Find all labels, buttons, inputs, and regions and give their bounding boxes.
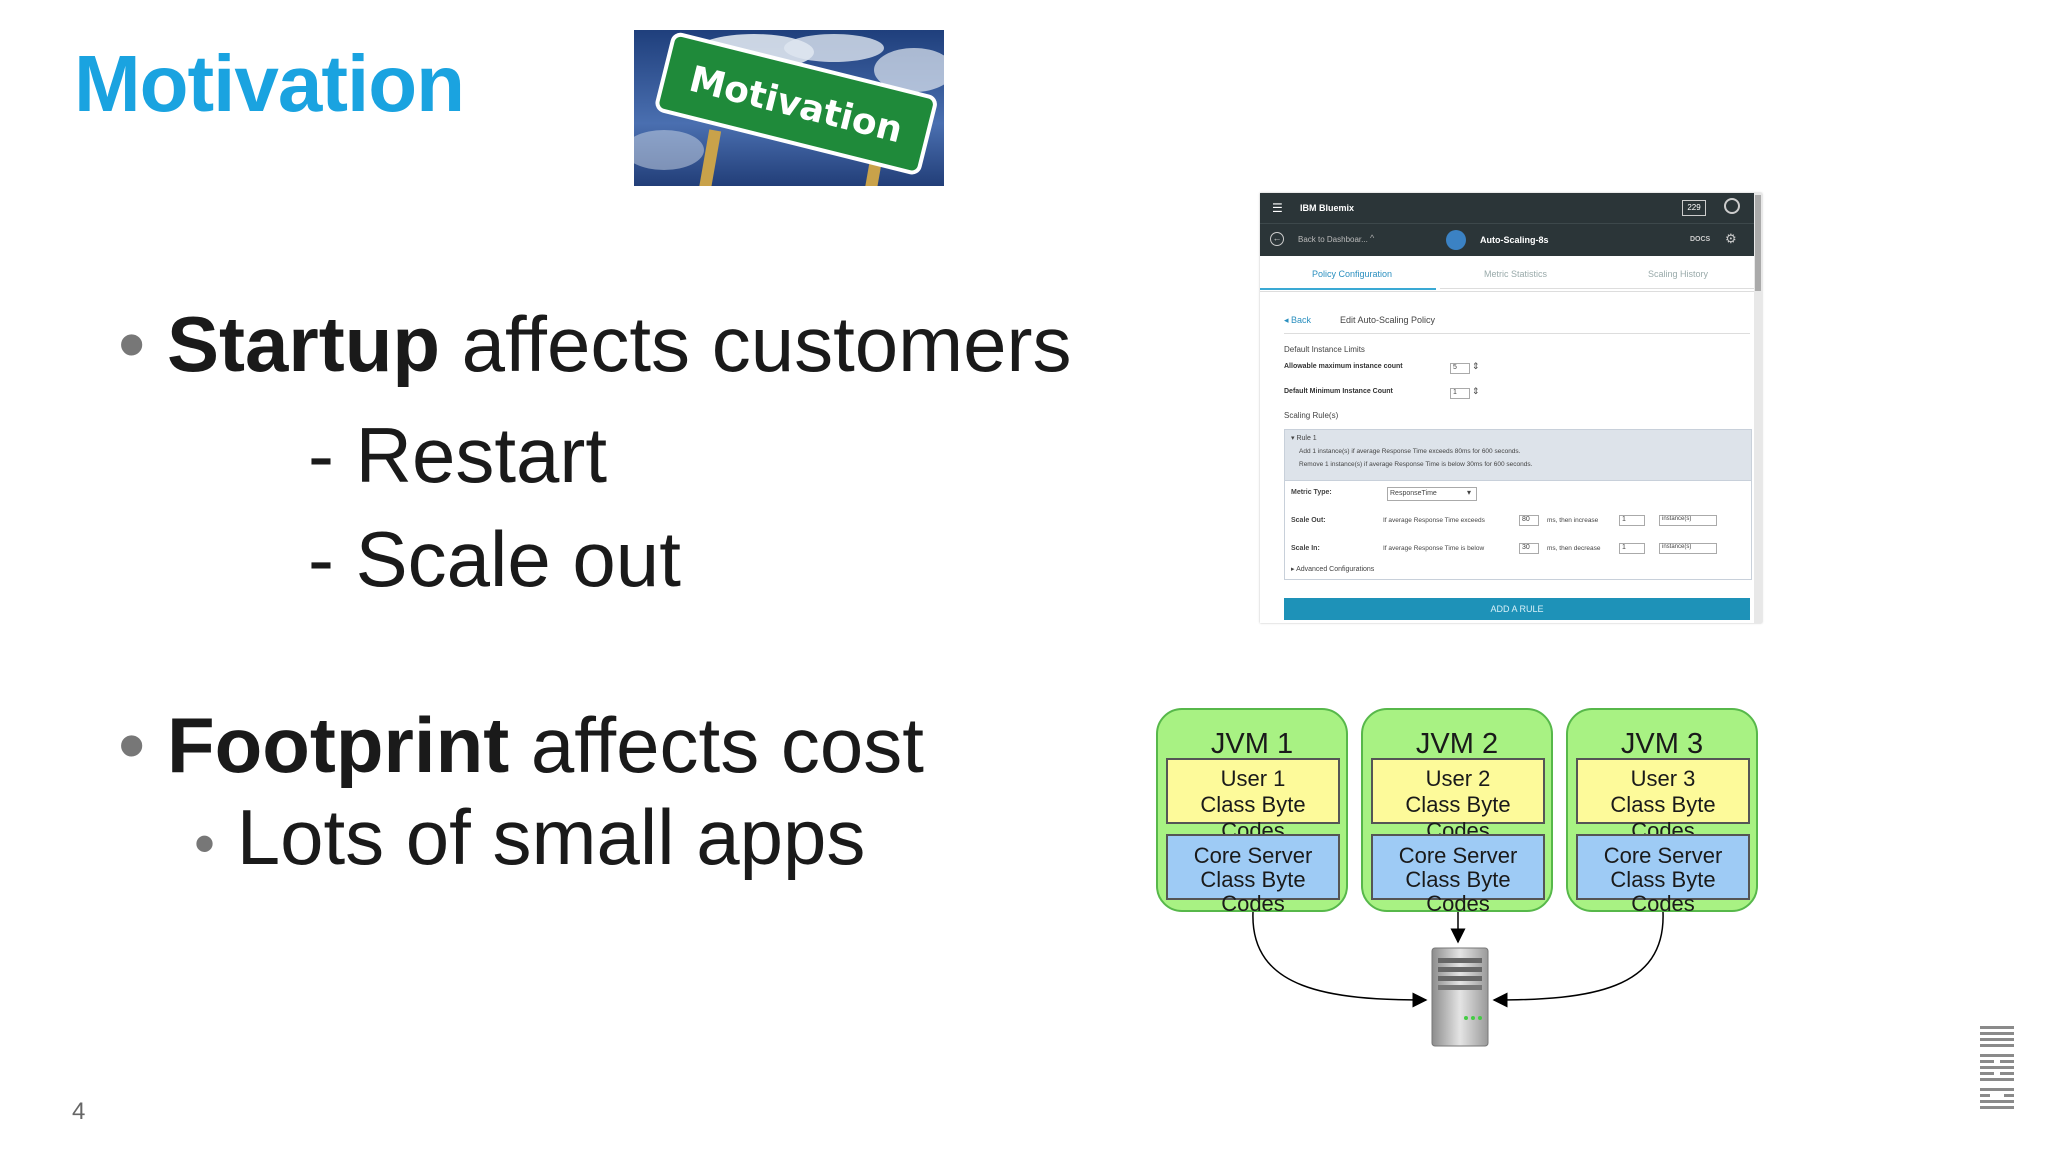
- bullet-footprint-text: affects cost: [509, 701, 924, 789]
- notification-badge[interactable]: 229: [1682, 200, 1706, 216]
- max-instance-label: Allowable maximum instance count: [1284, 363, 1403, 370]
- edit-policy-title: Edit Auto-Scaling Policy: [1340, 315, 1436, 325]
- core-label: Core Server: [1398, 843, 1518, 868]
- scale-out-then: ms, then increase: [1547, 517, 1599, 524]
- connector-arrow: [1492, 911, 1664, 1008]
- core-class-box: Core Server Class Byte Codes: [1576, 834, 1750, 916]
- core-bytecode-label: Class Byte Codes: [1405, 867, 1511, 916]
- gear-icon[interactable]: ⚙: [1725, 231, 1737, 246]
- chevron-up-icon[interactable]: ^: [1370, 233, 1375, 243]
- rule-summary[interactable]: ▾ Rule 1 Add 1 instance(s) if average Re…: [1284, 429, 1752, 481]
- slide-title: Motivation: [74, 39, 465, 128]
- scrollbar-thumb[interactable]: [1755, 195, 1761, 291]
- rule-line-2: Remove 1 instance(s) if average Response…: [1299, 461, 1533, 468]
- add-rule-button[interactable]: ADD A RULE: [1284, 598, 1750, 620]
- ibm-logo: [1978, 1024, 2016, 1114]
- divider: [1284, 333, 1750, 334]
- rule-line-1: Add 1 instance(s) if average Response Ti…: [1299, 448, 1521, 455]
- bluemix-screenshot: ☰ IBM Bluemix 229 ← Back to Dashboar... …: [1260, 193, 1762, 623]
- core-class-box: Core Server Class Byte Codes: [1371, 834, 1545, 916]
- scale-in-then: ms, then decrease: [1547, 545, 1601, 552]
- sub-bullet-small-apps-text: Lots of small apps: [236, 793, 866, 881]
- tab-policy-configuration[interactable]: Policy Configuration: [1312, 269, 1393, 279]
- app-name: Auto-Scaling-8s: [1480, 235, 1549, 245]
- core-class-box: Core Server Class Byte Codes: [1166, 834, 1340, 916]
- jvm-box: JVM 2 User 2 Class Byte Codes Core Serve…: [1361, 708, 1553, 916]
- diagram-connectors: [1252, 911, 1664, 1047]
- chevron-down-icon[interactable]: ▾: [1467, 488, 1472, 497]
- bullet-startup-bold: Startup: [166, 300, 440, 388]
- user-label: User 3: [1630, 766, 1696, 791]
- bullet-footprint: • Footprint affects cost: [118, 706, 924, 784]
- scale-out-threshold[interactable]: 80: [1519, 515, 1539, 526]
- user-label: User 1: [1220, 766, 1286, 791]
- core-bytecode-label: Class Byte Codes: [1200, 867, 1306, 916]
- tab-metric-statistics[interactable]: Metric Statistics: [1484, 269, 1548, 279]
- core-label: Core Server: [1603, 843, 1723, 868]
- advanced-config-link[interactable]: ▸ Advanced Configurations: [1291, 566, 1375, 573]
- metric-type-select[interactable]: ResponseTime: [1387, 487, 1477, 501]
- scale-in-threshold[interactable]: 30: [1519, 543, 1539, 554]
- bluemix-brand: IBM Bluemix: [1300, 203, 1355, 213]
- bullet-startup-text: affects customers: [439, 300, 1072, 388]
- motivation-sign-image: Motivation: [634, 30, 944, 186]
- scale-out-count[interactable]: 1: [1619, 515, 1645, 526]
- bullet-startup: • Startup affects customers: [118, 305, 1071, 383]
- scale-in-text: If average Response Time is below: [1383, 545, 1485, 552]
- max-instance-input[interactable]: 5: [1450, 363, 1470, 374]
- core-label: Core Server: [1193, 843, 1313, 868]
- jvm-title: JVM 1: [1210, 728, 1294, 760]
- bluemix-top-bar: ☰ IBM Bluemix 229: [1260, 193, 1754, 223]
- scale-out-label: Scale Out:: [1291, 517, 1326, 524]
- limits-heading: Default Instance Limits: [1284, 345, 1365, 354]
- scale-in-label: Scale In:: [1291, 545, 1320, 552]
- sub-bullet-small-apps: • Lots of small apps: [194, 792, 865, 883]
- stepper-icon[interactable]: ⇕: [1472, 361, 1480, 371]
- hamburger-icon[interactable]: ☰: [1272, 201, 1283, 215]
- bluemix-app-bar: ← Back to Dashboar... ^ Auto-Scaling-8s …: [1260, 223, 1754, 256]
- active-tab-underline: [1260, 288, 1436, 290]
- server-icon: [1431, 947, 1489, 1047]
- user-class-box: User 2 Class Byte Codes: [1371, 758, 1545, 843]
- bluemix-tabs: Policy Configuration Metric Statistics S…: [1260, 255, 1754, 292]
- user-label: User 2: [1425, 766, 1491, 791]
- metric-type-label: Metric Type:: [1291, 489, 1332, 496]
- app-icon: [1446, 230, 1466, 250]
- rule-name[interactable]: ▾ Rule 1: [1291, 435, 1317, 442]
- page-number: 4: [72, 1098, 86, 1125]
- min-instance-label: Default Minimum Instance Count: [1284, 388, 1393, 395]
- user-circle-icon[interactable]: [1724, 198, 1740, 214]
- user-class-box: User 3 Class Byte Codes: [1576, 758, 1750, 843]
- rules-heading: Scaling Rule(s): [1284, 411, 1339, 420]
- back-link[interactable]: ◂ Back: [1284, 315, 1312, 325]
- rule-config: Metric Type: ResponseTime ▾ Scale Out: I…: [1284, 479, 1752, 580]
- jvm-box: JVM 3 User 3 Class Byte Codes Core Serve…: [1566, 708, 1758, 916]
- bullet-dot: •: [118, 300, 146, 388]
- jvm-title: JVM 2: [1415, 728, 1499, 760]
- scale-out-text: If average Response Time exceeds: [1383, 517, 1485, 524]
- docs-link[interactable]: DOCS: [1690, 236, 1711, 243]
- jvm-box: JVM 1 User 1 Class Byte Codes Core Serve…: [1156, 708, 1348, 916]
- scale-in-unit[interactable]: instance(s): [1659, 543, 1717, 554]
- back-arrow-icon[interactable]: ←: [1270, 232, 1284, 246]
- min-instance-input[interactable]: 1: [1450, 388, 1470, 399]
- jvm-title: JVM 3: [1620, 728, 1704, 760]
- tab-scaling-history[interactable]: Scaling History: [1648, 269, 1709, 279]
- bullet-footprint-bold: Footprint: [166, 701, 510, 789]
- tab-divider: [1440, 288, 1754, 289]
- connector-arrow: [1252, 911, 1428, 1008]
- stepper-icon[interactable]: ⇕: [1472, 386, 1480, 396]
- sub-bullet-scale-out: - Scale out: [308, 515, 681, 603]
- bullet-dot: •: [118, 701, 146, 789]
- bullet-dot: •: [194, 810, 216, 877]
- user-class-box: User 1 Class Byte Codes: [1166, 758, 1340, 843]
- core-bytecode-label: Class Byte Codes: [1610, 867, 1716, 916]
- back-to-dashboard-link[interactable]: Back to Dashboar...: [1298, 235, 1368, 244]
- scale-in-count[interactable]: 1: [1619, 543, 1645, 554]
- scale-out-unit[interactable]: instance(s): [1659, 515, 1717, 526]
- scrollbar[interactable]: [1754, 193, 1762, 623]
- sub-bullet-restart: - Restart: [308, 411, 608, 499]
